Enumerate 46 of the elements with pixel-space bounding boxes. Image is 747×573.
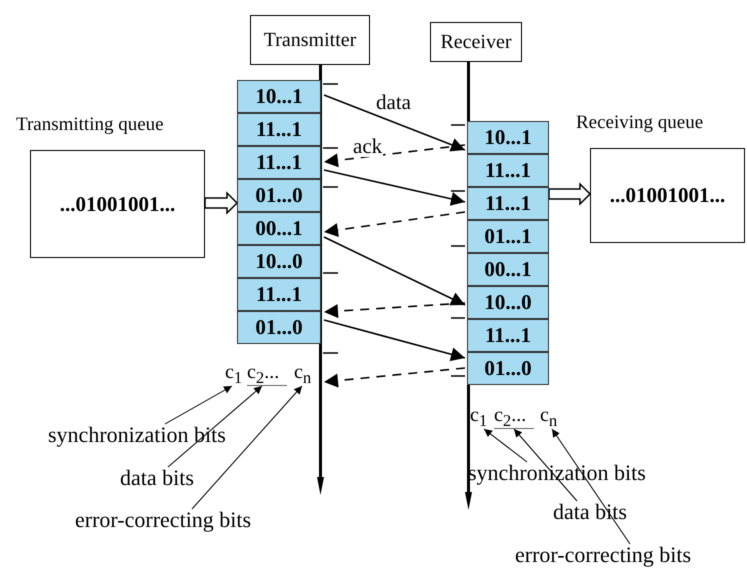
- bit-symbol: c$_{n}$: [540, 405, 562, 429]
- queue-heading: Receiving queue: [576, 112, 704, 134]
- frame-cell: 01...0: [237, 179, 321, 212]
- callout-text: error-correcting bits: [515, 544, 747, 568]
- edge-label: ack: [352, 136, 384, 157]
- dashed-arrow: [324, 144, 466, 168]
- leader-line: [164, 386, 232, 424]
- arrow: [324, 94, 466, 152]
- dashed-arrow: [324, 367, 466, 388]
- bit-string: ...01001001...: [60, 192, 176, 216]
- dashed-arrow: [324, 211, 466, 237]
- bit-symbol: c$_{n}$: [294, 362, 316, 386]
- frame-cell: 00...1: [467, 253, 549, 286]
- leader-line: [552, 428, 630, 544]
- frame-cell: 01...1: [467, 220, 549, 253]
- queue-heading: Transmitting queue: [16, 114, 164, 136]
- frame-cell: 00...1: [237, 212, 321, 245]
- frame-cell: 11...1: [467, 154, 549, 187]
- callout-text: error-correcting bits: [75, 509, 310, 533]
- block-arrow: [204, 191, 238, 215]
- leader-line: [192, 386, 302, 510]
- arrow: [324, 319, 466, 362]
- frame-cell: 10...1: [237, 80, 321, 113]
- frame-cell: 01...0: [467, 352, 549, 385]
- frame-cell: 11...1: [237, 278, 321, 311]
- frame-cell: 11...1: [467, 319, 549, 352]
- bit-string: ...01001001...: [610, 183, 726, 208]
- arrow: [324, 236, 466, 306]
- leader-line: [168, 386, 262, 468]
- bit-symbol: c$_{1}$: [470, 405, 490, 429]
- frame-cell: 11...1: [467, 187, 549, 220]
- participant-box: Transmitter: [250, 15, 370, 65]
- frame-cell: 10...0: [237, 245, 321, 278]
- lifeline-arrow: [317, 65, 324, 495]
- frame-cell: 10...0: [467, 286, 549, 319]
- participant-box: Receiver: [430, 22, 522, 62]
- frame-cell: 11...1: [237, 146, 321, 179]
- callout-text: data bits: [120, 467, 216, 491]
- frame-cell: 10...1: [467, 121, 549, 154]
- frame-cell: 11...1: [237, 113, 321, 146]
- dashed-arrow: [324, 302, 466, 318]
- arrow: [324, 169, 466, 206]
- bit-symbol: c$_{1}$: [225, 362, 245, 386]
- frame-cell: 01...0: [237, 311, 321, 344]
- block-arrow: [548, 182, 592, 206]
- leader-line: [484, 428, 528, 462]
